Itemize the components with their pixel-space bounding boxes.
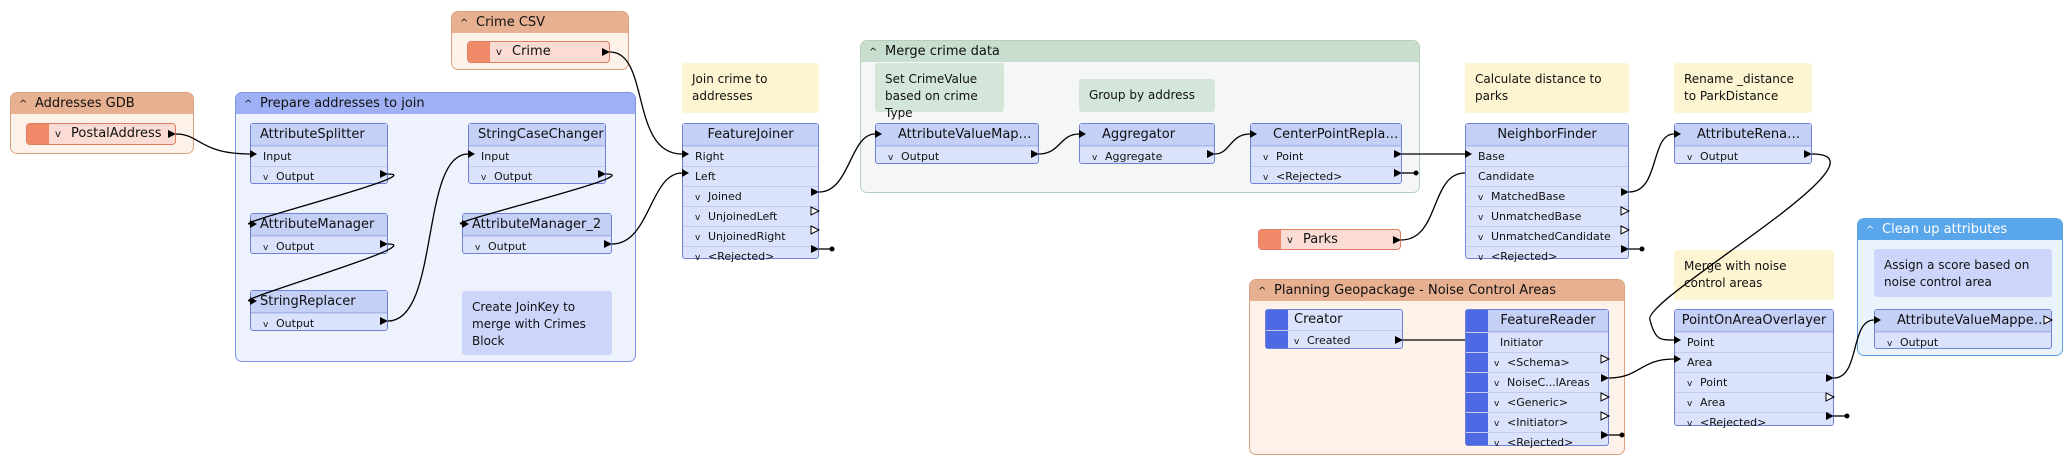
chevron-down-icon[interactable]: v xyxy=(496,47,502,58)
annotation-group-by-address[interactable]: Group by address xyxy=(1079,79,1215,112)
output-port-schema[interactable]: v<Schema> xyxy=(1466,352,1608,372)
input-port-candidate[interactable]: Candidate xyxy=(1466,166,1628,186)
annotation-create-joinkey[interactable]: Create JoinKey to merge with Crimes Bloc… xyxy=(462,291,612,355)
reader-icon xyxy=(1259,230,1281,249)
collapse-caret-icon[interactable]: ^ xyxy=(19,99,28,110)
output-port-rejected[interactable]: v<Rejected> xyxy=(1675,412,1833,432)
annotation-merge-noise[interactable]: Merge with noise control areas xyxy=(1674,250,1834,300)
reader-icon xyxy=(468,42,490,62)
input-port-initiator[interactable]: Initiator xyxy=(1466,332,1608,352)
output-port-rejected[interactable]: v<Rejected> xyxy=(683,246,818,266)
collapse-caret-icon[interactable]: ^ xyxy=(1258,286,1267,297)
output-port-rejected[interactable]: v<Rejected> xyxy=(1466,432,1608,452)
output-port-rejected[interactable]: v<Rejected> xyxy=(1466,246,1628,266)
input-port-right[interactable]: Right xyxy=(683,146,818,166)
input-port-left[interactable]: Left xyxy=(683,166,818,186)
collapse-caret-icon[interactable]: ^ xyxy=(244,99,253,110)
input-port-point[interactable]: Point xyxy=(1675,332,1833,352)
connection[interactable] xyxy=(1628,133,1675,193)
annotation-rename-distance[interactable]: Rename _distance to ParkDistance xyxy=(1674,63,1812,113)
feature-reader-icon xyxy=(1466,310,1488,445)
chevron-down-icon[interactable]: v xyxy=(55,129,61,140)
chevron-down-icon[interactable]: v xyxy=(1287,235,1293,246)
input-port[interactable]: Input xyxy=(251,146,387,166)
annotation-set-crime-value[interactable]: Set CrimeValue based on crime Type xyxy=(875,63,1004,120)
annotation-assign-score[interactable]: Assign a score based on noise control ar… xyxy=(1874,249,2052,297)
collapse-caret-icon[interactable]: ^ xyxy=(460,18,469,29)
port-end-dot xyxy=(1639,246,1645,252)
output-port-initiator[interactable]: v<Initiator> xyxy=(1466,412,1608,432)
output-port-generic[interactable]: v<Generic> xyxy=(1466,392,1608,412)
annotation-calc-distance[interactable]: Calculate distance to parks xyxy=(1465,63,1629,113)
port-end-dot xyxy=(829,246,835,252)
port-end-dot xyxy=(1844,413,1850,419)
annotation-join-crime[interactable]: Join crime to addresses xyxy=(682,63,819,113)
input-port-base[interactable]: Base xyxy=(1466,146,1628,166)
input-port-area[interactable]: Area xyxy=(1675,352,1833,372)
input-port[interactable]: Input xyxy=(469,146,605,166)
reader-icon xyxy=(27,124,49,144)
collapse-caret-icon[interactable]: ^ xyxy=(869,47,878,58)
creator-icon xyxy=(1266,310,1288,348)
collapse-caret-icon[interactable]: ^ xyxy=(1866,225,1875,236)
output-port-rejected[interactable]: v<Rejected> xyxy=(1251,166,1401,186)
